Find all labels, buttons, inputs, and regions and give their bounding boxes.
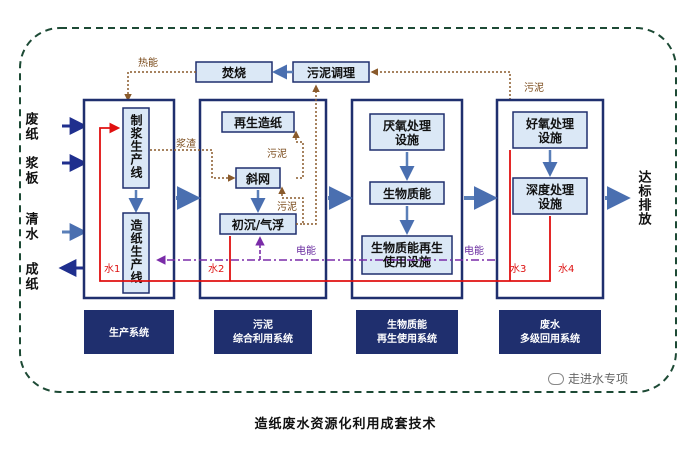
anaerobic-box — [369, 113, 445, 151]
input-clean-water: 清水 — [23, 211, 39, 242]
electric-label-a: 电能 — [296, 244, 316, 257]
sludge-label-b: 污泥 — [277, 200, 297, 213]
system-label-2: 污泥综合利用系统 — [233, 318, 293, 345]
residue-label: 浆渣 — [176, 137, 196, 150]
biogas-box — [369, 181, 445, 205]
incineration-label: 焚烧 — [221, 65, 246, 80]
heat-energy-line — [124, 71, 196, 102]
wechat-icon — [548, 372, 564, 385]
aerobic-box — [512, 111, 588, 149]
pulping-box — [122, 107, 150, 189]
papermaking-label: 造纸生产线 — [129, 218, 143, 284]
sludge-return-line — [370, 68, 511, 100]
system-label-box-4 — [499, 310, 601, 354]
input-waste-paper: 废纸 — [23, 111, 39, 142]
pulping-label: 制浆生产线 — [129, 113, 143, 179]
reuse-label: 生物质能再生使用设施 — [371, 240, 443, 269]
system-label-3: 生物质能再生使用系统 — [377, 318, 437, 345]
water1-label: 水1 — [104, 263, 120, 275]
water4-label: 水4 — [558, 263, 574, 275]
water3-label: 水3 — [510, 263, 526, 275]
residue-line — [150, 149, 236, 182]
system-label-1: 生产系统 — [109, 326, 149, 339]
system-label-box-1 — [84, 310, 174, 354]
sludge-to-conditioning-line — [303, 84, 320, 225]
papermaking-box — [122, 212, 150, 294]
advanced-box — [512, 177, 588, 215]
advanced-label: 深度处理设施 — [526, 182, 574, 211]
watermark-text: 走进水专项 — [568, 372, 629, 386]
water-return-line — [99, 122, 551, 282]
recycled-paper-box — [221, 111, 295, 133]
sludge-to-recycled-line — [292, 130, 304, 179]
system-label-4: 废水多级回用系统 — [520, 318, 580, 345]
biogas-label: 生物质能 — [383, 186, 431, 201]
anaerobic-label: 厌氧处理设施 — [383, 118, 431, 147]
inclined-screen-box — [235, 167, 281, 189]
primary-flotation-label: 初沉/气浮 — [232, 217, 284, 232]
system-label-box-3 — [356, 310, 458, 354]
discharge-label: 达标排放 — [636, 169, 653, 226]
system-label-box-2 — [214, 310, 312, 354]
recycled-paper-label: 再生造纸 — [234, 115, 282, 130]
sludge-flotation-to-screen-line — [278, 186, 304, 225]
heat-energy-label: 热能 — [138, 56, 158, 69]
electric-label-b: 电能 — [464, 244, 484, 257]
input-pulp-board: 浆板 — [23, 155, 40, 186]
output-finished-paper: 成纸 — [23, 261, 39, 292]
sludge-top-label: 污泥 — [524, 81, 544, 94]
outer-dashed-border — [19, 27, 677, 393]
aerobic-label: 好氧处理设施 — [525, 116, 574, 145]
inclined-screen-label: 斜网 — [245, 171, 270, 186]
water2-label: 水2 — [208, 263, 224, 275]
reuse-box — [361, 235, 453, 275]
figure-caption: 造纸废水资源化利用成套技术 — [254, 417, 437, 432]
sludge-label-a: 污泥 — [267, 147, 287, 160]
sludge-conditioning-label: 污泥调理 — [307, 65, 355, 80]
watermark: 走进水专项 — [548, 370, 628, 387]
